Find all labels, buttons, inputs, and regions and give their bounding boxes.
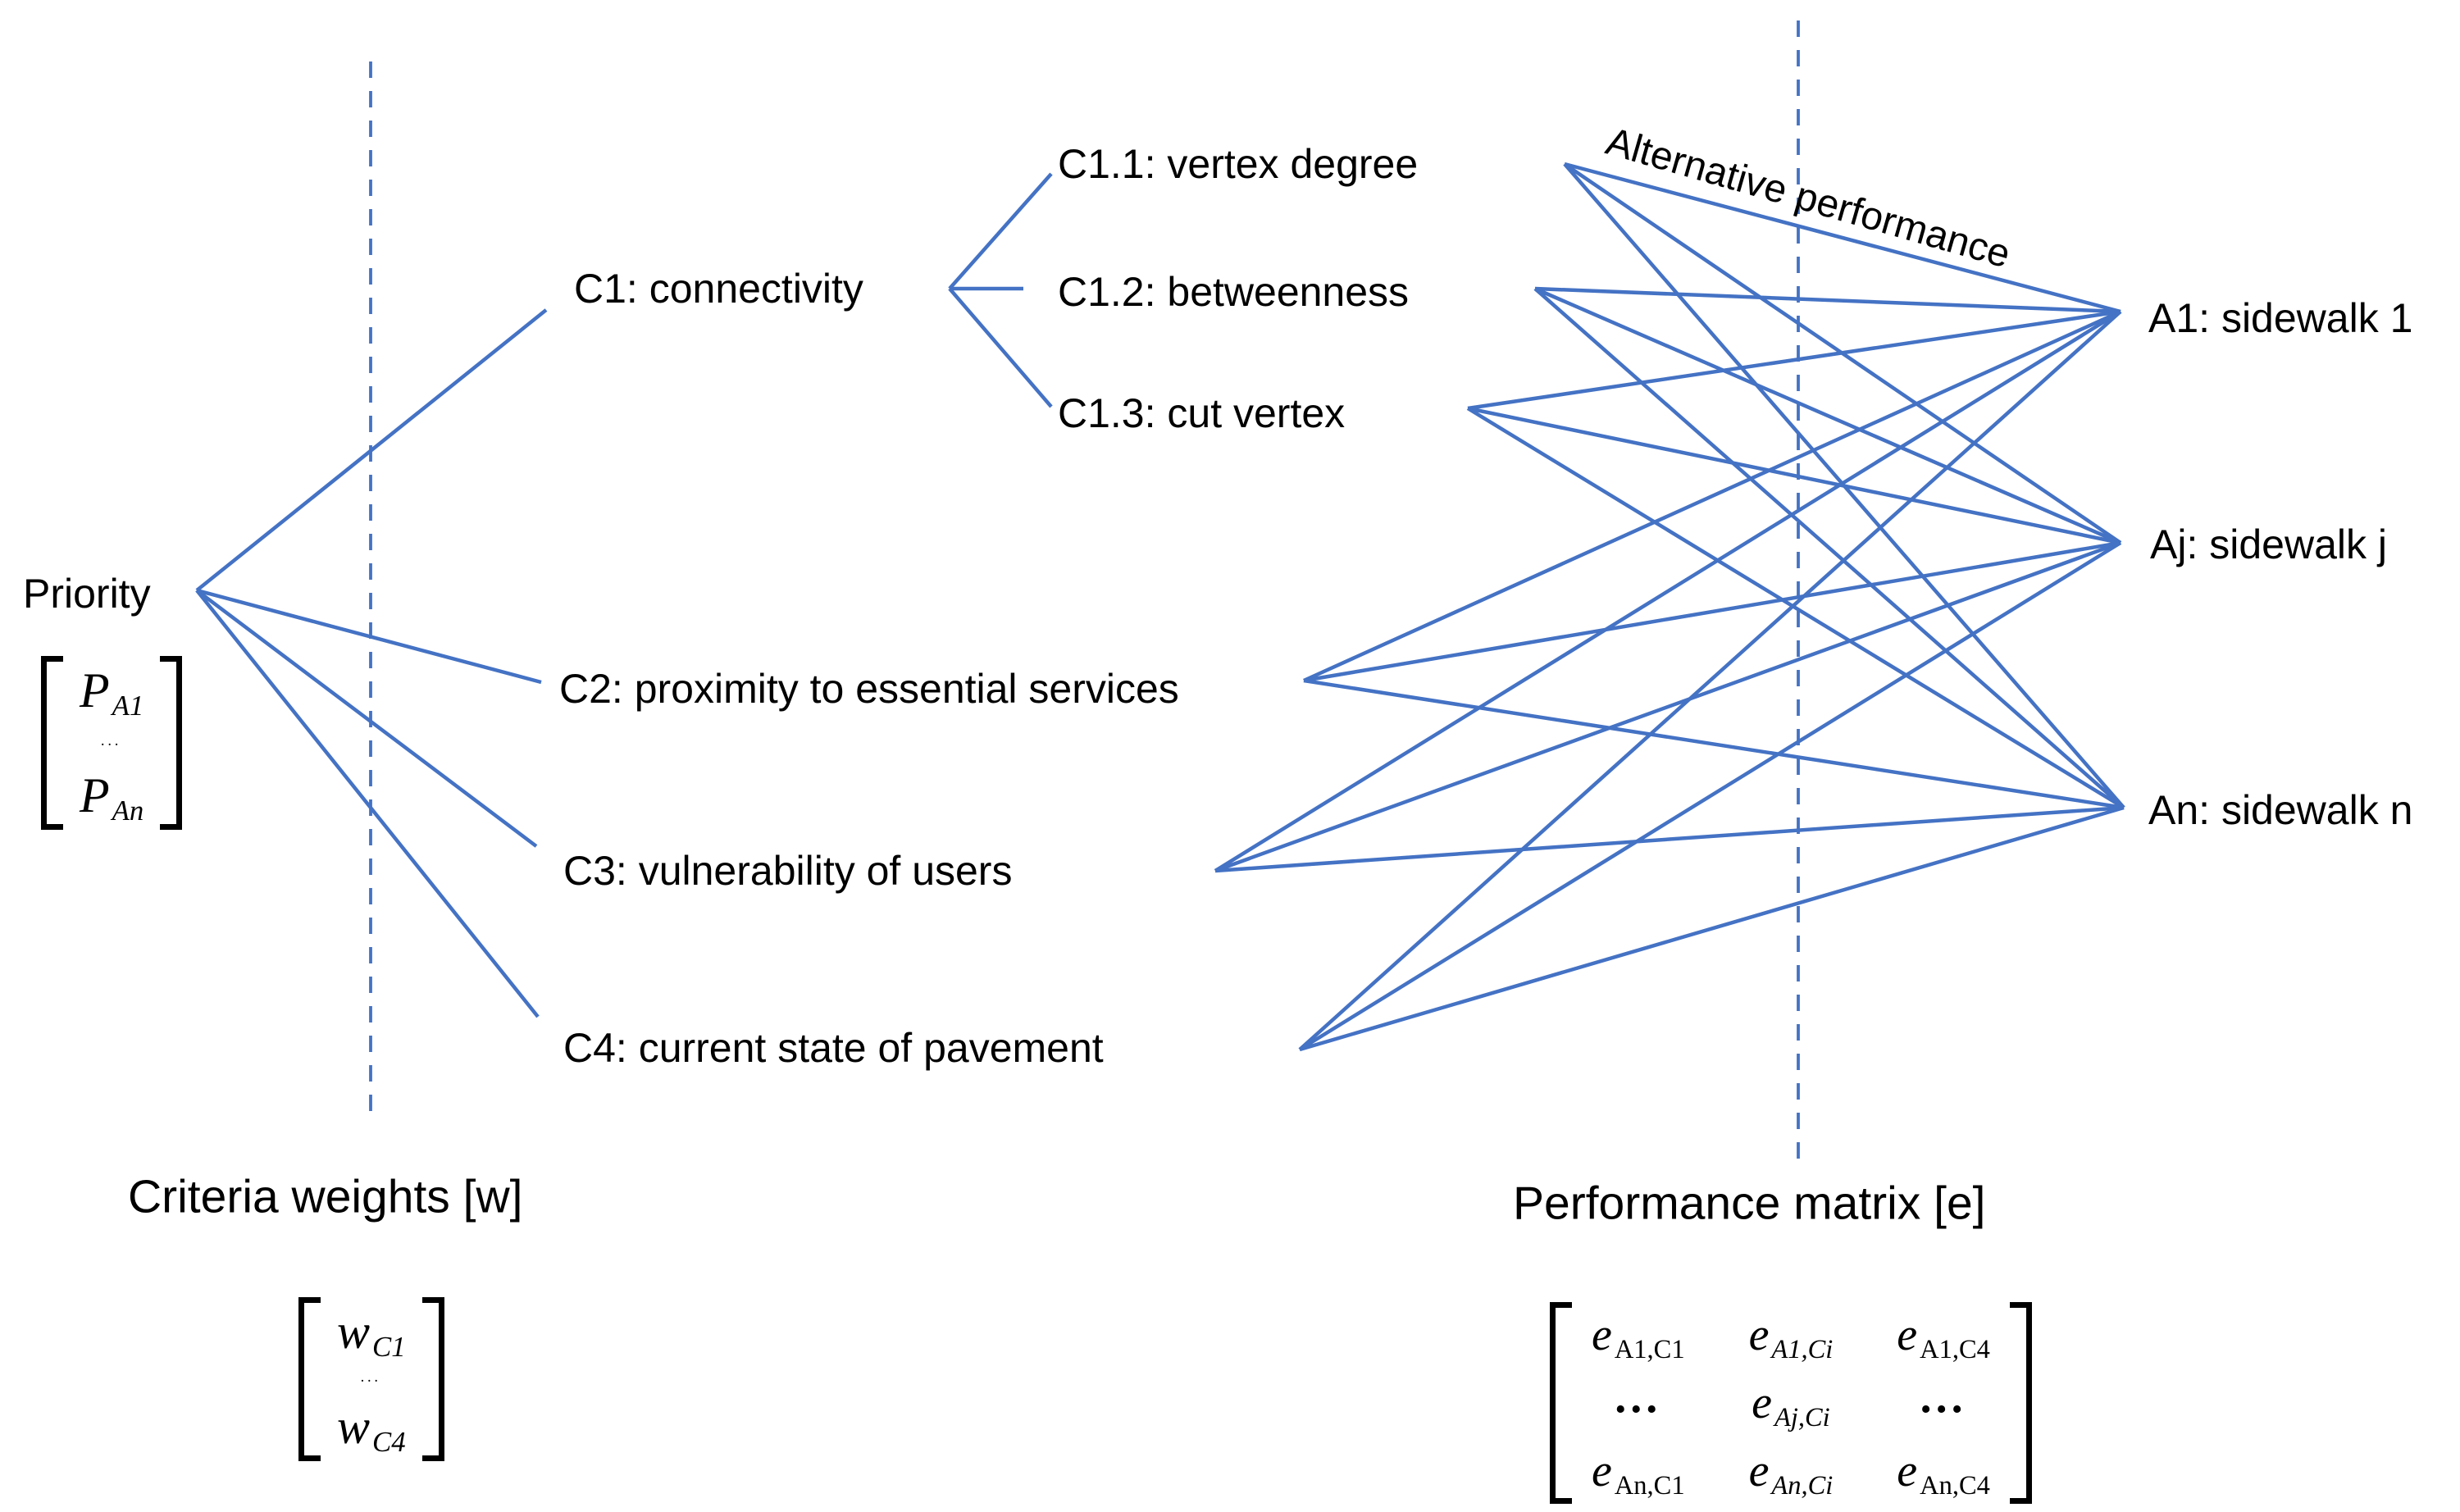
edge-priority-c3 bbox=[195, 589, 538, 848]
edge-c3-a1 bbox=[1214, 310, 2122, 872]
edge-c13-an bbox=[1466, 407, 2125, 809]
edge-c1-c13 bbox=[948, 287, 1053, 408]
edge-c13-aj bbox=[1467, 406, 2121, 545]
priority-vector-matrix: PA1 ... PAn bbox=[41, 656, 183, 830]
matrix-cell-p-an: PAn bbox=[80, 768, 144, 827]
edge-c4-a1 bbox=[1298, 310, 2122, 1051]
matrix-bracket-left bbox=[41, 656, 63, 830]
subcriterion-c13: C1.3: cut vertex bbox=[1058, 390, 1346, 436]
edge-c1-c11 bbox=[948, 172, 1053, 290]
matrix-cell-ellipsis: ... bbox=[361, 1371, 382, 1384]
criteria-weights-title: Criteria weights [w] bbox=[128, 1170, 523, 1223]
edge-c4-aj bbox=[1298, 541, 2122, 1051]
matrix-cell-e-anc4: eAn,C4 bbox=[1897, 1446, 1990, 1501]
edge-c4-an bbox=[1299, 805, 2125, 1052]
matrix-bracket-left bbox=[298, 1297, 321, 1461]
edge-c2-aj bbox=[1303, 540, 2121, 683]
edge-c3-an bbox=[1214, 805, 2125, 873]
matrix-cell-e-a1c1: eA1,C1 bbox=[1592, 1309, 1685, 1364]
matrix-cell-ellipsis: ... bbox=[1920, 1372, 1967, 1423]
matrix-cell-ellipsis: ... bbox=[1615, 1372, 1662, 1423]
edge-c12-an bbox=[1533, 287, 2125, 809]
matrix-cell-w-c1: wC1 bbox=[337, 1305, 406, 1364]
matrix-cell-e-a1ci: eA1,Ci bbox=[1748, 1309, 1834, 1364]
matrix-cell-p-a1: PA1 bbox=[80, 663, 144, 722]
edge-c2-an bbox=[1303, 678, 2125, 810]
matrix-cell-ellipsis: ... bbox=[101, 735, 122, 748]
matrix-cell-e-a1c4: eA1,C4 bbox=[1897, 1309, 1990, 1364]
edge-c12-aj bbox=[1534, 286, 2121, 545]
edge-priority-c4 bbox=[195, 589, 540, 1018]
edge-c2-a1 bbox=[1303, 309, 2121, 683]
root-node-priority: Priority bbox=[23, 571, 151, 617]
alternative-an: An: sidewalk n bbox=[2148, 787, 2413, 833]
matrix-bracket-right bbox=[160, 656, 183, 830]
criterion-c3: C3: vulnerability of users bbox=[563, 848, 1013, 894]
matrix-bracket-right bbox=[2009, 1302, 2032, 1504]
edge-priority-c1 bbox=[195, 308, 548, 592]
matrix-cell-w-c4: wC4 bbox=[337, 1400, 406, 1459]
matrix-cell-e-ajci: eAj,Ci bbox=[1752, 1378, 1830, 1432]
performance-matrix-title: Performance matrix [e] bbox=[1513, 1177, 1986, 1230]
matrix-cell-e-anci: eAn,Ci bbox=[1748, 1446, 1834, 1501]
performance-matrix: eA1,C1 eA1,Ci eA1,C4 ... eAj,Ci ... eAn,… bbox=[1550, 1302, 2032, 1504]
edge-c13-a1 bbox=[1467, 309, 2121, 411]
criteria-weights-matrix: wC1 ... wC4 bbox=[298, 1297, 444, 1461]
subcriterion-c11: C1.1: vertex degree bbox=[1058, 141, 1419, 187]
criterion-c1: C1: connectivity bbox=[574, 266, 863, 312]
edge-priority-c2 bbox=[196, 588, 542, 685]
alternative-aj: Aj: sidewalk j bbox=[2150, 521, 2387, 567]
edge-c11-a1 bbox=[1564, 162, 2121, 314]
edge-c12-a1 bbox=[1534, 286, 2121, 314]
alternative-a1: A1: sidewalk 1 bbox=[2148, 295, 2413, 341]
criterion-c2: C2: proximity to essential services bbox=[559, 666, 1179, 712]
criterion-c4: C4: current state of pavement bbox=[563, 1025, 1104, 1071]
matrix-bracket-left bbox=[1550, 1302, 1572, 1504]
matrix-cell-e-anc1: eAn,C1 bbox=[1592, 1446, 1685, 1501]
edge-c3-aj bbox=[1214, 540, 2121, 873]
matrix-bracket-right bbox=[421, 1297, 444, 1461]
subcriterion-c12: C1.2: betweenness bbox=[1058, 269, 1410, 315]
